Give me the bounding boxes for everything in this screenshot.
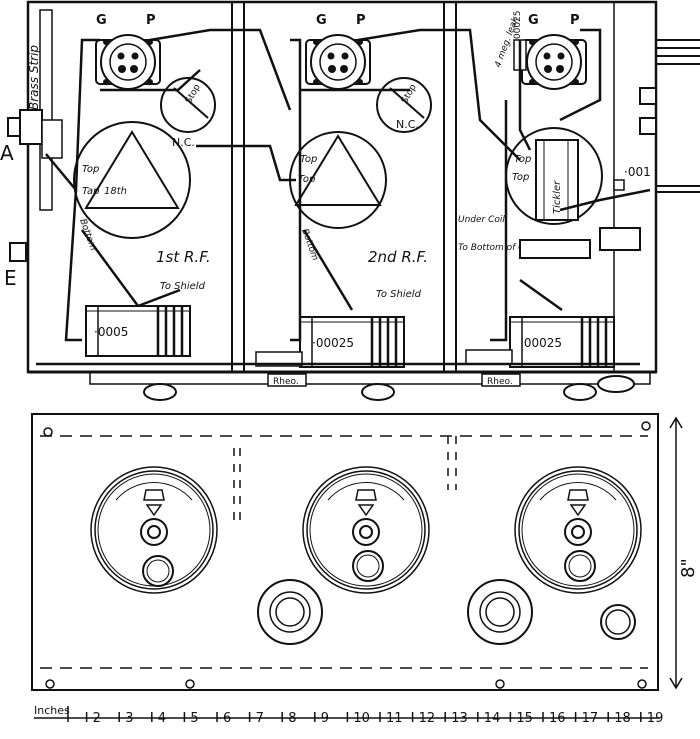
- tube-socket-2: [305, 34, 371, 90]
- scale-tick-label: 14: [484, 711, 501, 726]
- rheostat-1: [267, 373, 307, 387]
- scale-tick-label: 17: [582, 711, 599, 726]
- svg-text:Top: Top: [300, 154, 317, 165]
- svg-text:Tap: Tap: [82, 186, 100, 197]
- svg-text:P: P: [356, 13, 366, 28]
- svg-text:Top: Top: [512, 172, 529, 183]
- stage-2-label: 2nd R.F.: [368, 248, 428, 266]
- scale-tick-label: 15: [516, 711, 533, 726]
- svg-text:G: G: [528, 13, 539, 28]
- switch-knob: [600, 604, 636, 640]
- antenna-label: A: [0, 141, 14, 165]
- brass-strip-label: Brass Strip: [27, 45, 41, 110]
- socket-1-plate-label: P: [146, 13, 156, 28]
- svg-text:·00025: ·00025: [520, 336, 562, 350]
- svg-text:·00025: ·00025: [312, 336, 354, 350]
- scale-tick-label: 8: [288, 711, 296, 726]
- scale-tick-label: 6: [223, 711, 231, 726]
- svg-text:Tickler: Tickler: [552, 180, 563, 214]
- rheostat-2: [481, 373, 521, 387]
- scale-tick-label: 12: [419, 711, 436, 726]
- height-label: 8": [678, 558, 699, 578]
- scale-tick-label: 9: [321, 711, 329, 726]
- rheostat-knob-2: [467, 579, 533, 645]
- scale-tick-label: 10: [353, 711, 370, 726]
- dial-2: [302, 466, 430, 594]
- svg-text:P: P: [570, 13, 580, 28]
- to-shield-1-label: To Shield: [160, 281, 206, 292]
- scale-ticks: 2 3 4 5 6 7 8 9 10 11 12 13 14 15 16 17 18 19: [67, 706, 664, 726]
- scale-tick-label: 18: [614, 711, 631, 726]
- earth-label: E: [4, 266, 17, 290]
- svg-text:18th: 18th: [104, 186, 127, 197]
- svg-text:Stop: Stop: [400, 83, 419, 106]
- scale-tick-label: 3: [125, 711, 133, 726]
- scale-tick-label: 13: [451, 711, 468, 726]
- tube-socket-1: [95, 34, 161, 90]
- svg-text:Rheo.: Rheo.: [487, 377, 513, 387]
- scale-tick-label: 11: [386, 711, 403, 726]
- rheostat-knob-1: [257, 579, 323, 645]
- scale-tick-label: 5: [190, 711, 198, 726]
- dial-1: [90, 466, 218, 594]
- svg-text:To Shield: To Shield: [376, 289, 422, 300]
- front-panel: [31, 413, 659, 691]
- stop-switch-2: [376, 77, 432, 133]
- scale-tick-label: 2: [93, 711, 101, 726]
- svg-text:Top: Top: [514, 154, 531, 165]
- capacitor-0005-label: ·0005: [94, 325, 128, 339]
- coil-1: [73, 121, 191, 239]
- dial-3: [514, 466, 642, 594]
- tube-socket-3: [521, 34, 587, 90]
- earth-terminal: [9, 242, 27, 262]
- scale-tick-label: 4: [158, 711, 166, 726]
- scale-tick-label: 19: [647, 711, 664, 726]
- svg-text:Rheo.: Rheo.: [273, 377, 299, 387]
- capacitor-001-label: ·001: [624, 165, 651, 179]
- svg-text:·00025: ·00025: [513, 11, 523, 43]
- under-coil-label: Under Coil: [458, 215, 505, 225]
- svg-text:Bottom: Bottom: [299, 228, 320, 263]
- svg-text:N.C.: N.C.: [396, 118, 419, 131]
- to-bottom-coil-label: To Bottom of Coil: [458, 243, 535, 253]
- svg-text:Stop: Stop: [184, 83, 203, 106]
- inches-label: Inches: [34, 704, 70, 717]
- svg-text:G: G: [316, 13, 327, 28]
- stage-1-label: 1st R.F.: [156, 248, 211, 266]
- svg-text:Top: Top: [298, 174, 315, 185]
- scale-tick-label: 16: [549, 711, 566, 726]
- svg-text:Top: Top: [82, 164, 99, 175]
- scale-tick-label: 7: [256, 711, 264, 726]
- socket-1-grid-label: G: [96, 13, 107, 28]
- stop-switch-1: [160, 77, 216, 133]
